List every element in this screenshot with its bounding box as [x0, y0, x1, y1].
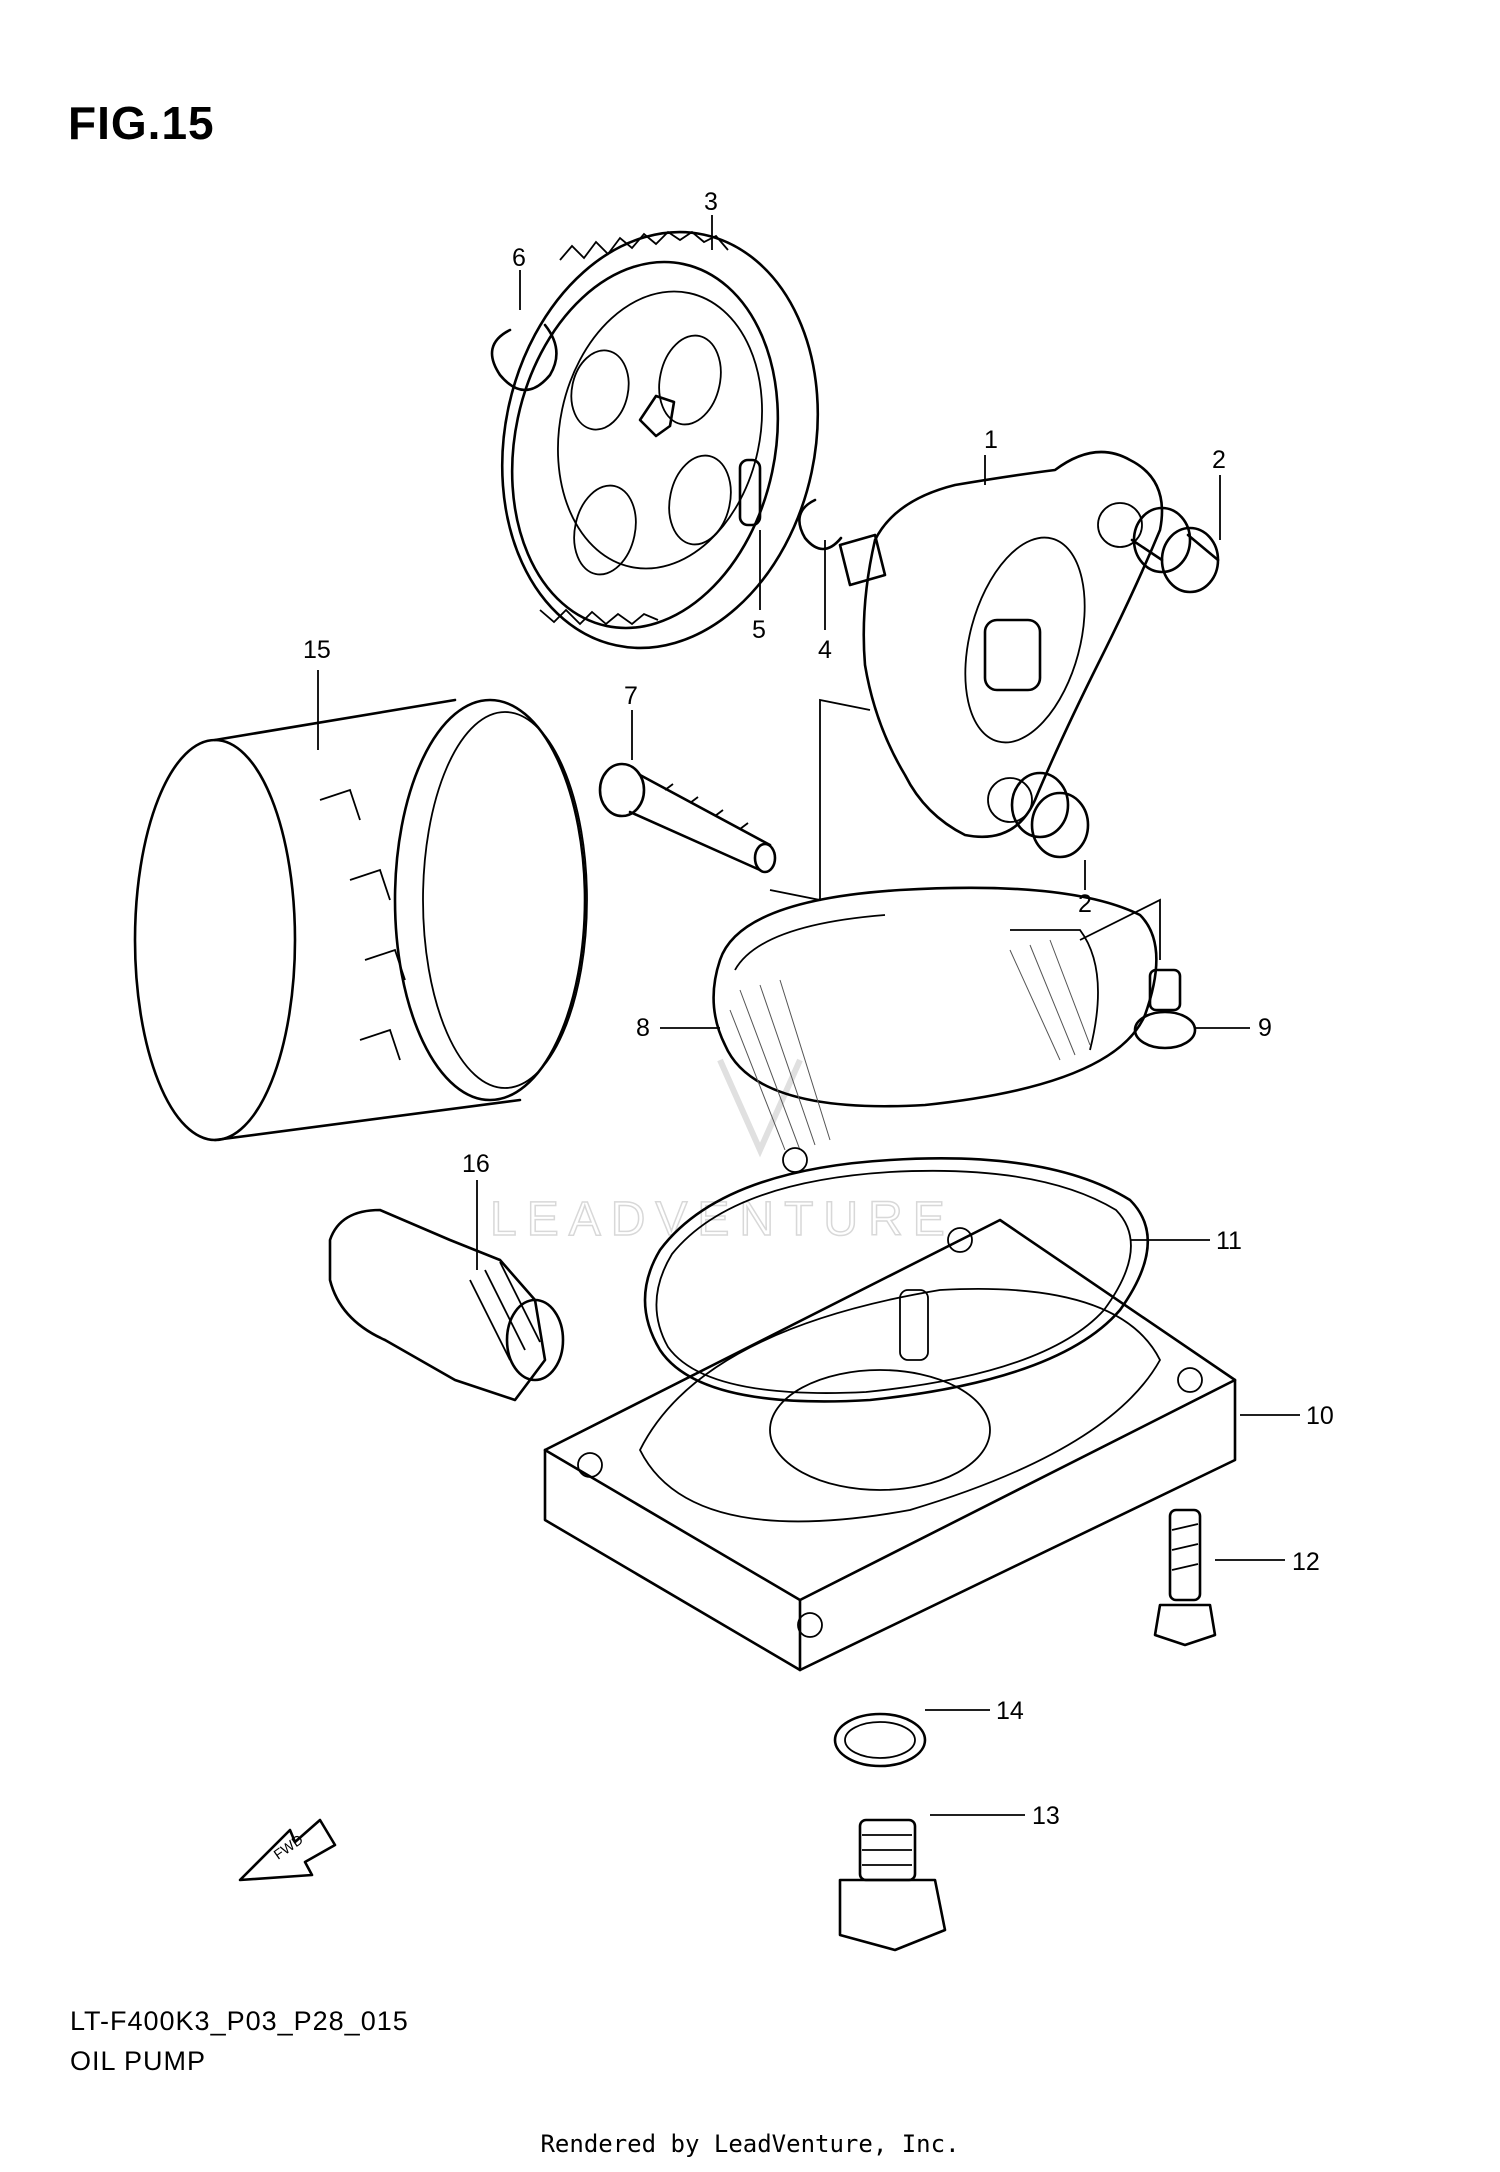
part-2-dowel-pin-upper[interactable]	[1130, 506, 1220, 594]
leader-guide-line	[769, 698, 871, 902]
callout-7: 7	[624, 682, 638, 710]
callout-16: 16	[462, 1150, 490, 1178]
callout-5: 5	[752, 616, 766, 644]
part-7-bolt[interactable]	[598, 762, 777, 874]
part-1-oil-pump-assembly[interactable]	[838, 450, 1164, 839]
callout-14: 14	[996, 1697, 1024, 1725]
part-14-gasket[interactable]	[833, 1712, 927, 1768]
part-15-oil-filter[interactable]	[133, 698, 588, 1142]
callout-2-upper: 2	[1212, 446, 1226, 474]
callout-4: 4	[818, 636, 832, 664]
forward-direction-arrow: FWD	[238, 1818, 337, 1882]
part-4-e-ring[interactable]	[798, 498, 843, 551]
part-9-bolt[interactable]	[1133, 968, 1197, 1050]
render-credit: Rendered by LeadVenture, Inc.	[540, 2130, 960, 2158]
leader-guide-line	[1079, 898, 1161, 960]
callout-10: 10	[1306, 1402, 1334, 1430]
callout-11: 11	[1216, 1227, 1242, 1255]
part-16-oil-pressure-switch[interactable]	[328, 1208, 565, 1402]
callout-labels: 1 2 2 3 4 5 6 7 8 9 10 11 12 13 14 15 16	[303, 188, 1334, 1830]
model-code: LT-F400K3_P03_P28_015	[70, 2006, 409, 2036]
watermark: LEADVENTURE	[490, 1193, 955, 1246]
figure-name: OIL PUMP	[70, 2046, 207, 2076]
part-10-oil-pan[interactable]	[543, 1218, 1237, 1672]
part-8-oil-strainer[interactable]	[712, 886, 1158, 1173]
part-5-pin[interactable]	[738, 458, 762, 527]
callout-leaders	[317, 215, 1300, 1816]
part-3-oil-pump-driven-gear[interactable]	[465, 202, 856, 677]
callout-3: 3	[704, 188, 718, 216]
part-6-circlip[interactable]	[490, 323, 558, 392]
figure-title: FIG.15	[68, 97, 215, 149]
part-2-dowel-pin-lower[interactable]	[1010, 771, 1090, 859]
part-11-o-ring[interactable]	[643, 1157, 1150, 1403]
callout-9: 9	[1258, 1014, 1272, 1042]
callout-2-lower: 2	[1078, 890, 1092, 918]
part-13-drain-plug[interactable]	[838, 1818, 947, 1952]
callout-6: 6	[512, 244, 526, 272]
callout-1: 1	[984, 426, 998, 454]
watermark-logo	[717, 1058, 803, 1158]
callout-12: 12	[1292, 1548, 1320, 1576]
callout-15: 15	[303, 636, 331, 664]
callout-8: 8	[636, 1014, 650, 1042]
part-12-bolt[interactable]	[1153, 1508, 1217, 1647]
callout-13: 13	[1032, 1802, 1060, 1830]
